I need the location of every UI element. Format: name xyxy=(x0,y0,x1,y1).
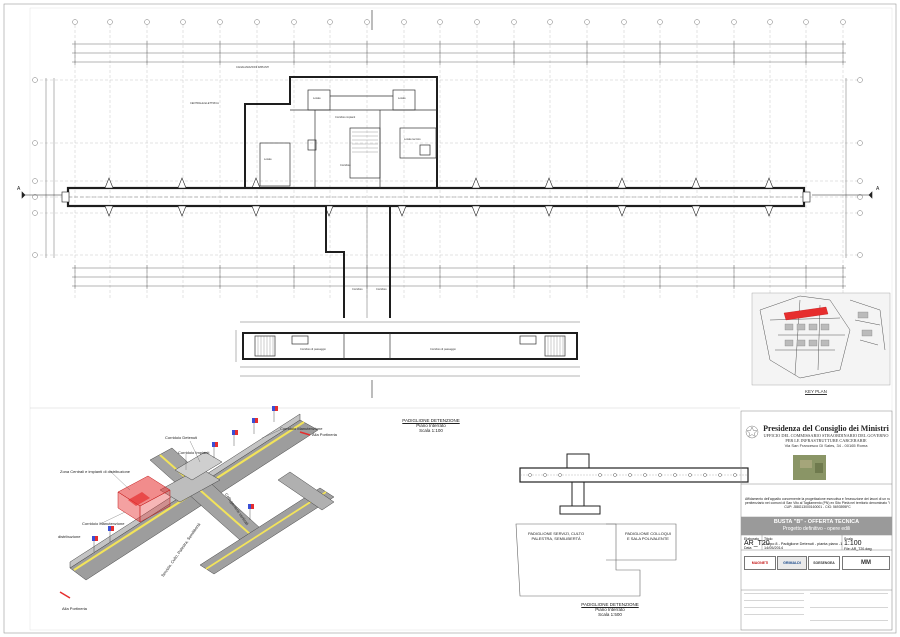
small-plan-caption: PADIGLIONE DETENZIONE Piano Interrato Sc… xyxy=(575,602,645,617)
main-caption-floor: Piano Interrato xyxy=(416,423,446,428)
org-name: Presidenza del Consiglio dei Ministri xyxy=(763,424,889,433)
signature-line-4 xyxy=(744,614,804,615)
central-block xyxy=(244,76,438,189)
drawing-date: 14/05/2014 xyxy=(764,546,784,550)
corridor-end-stairs xyxy=(61,191,811,203)
dimension-ticks xyxy=(74,41,844,289)
section-label-left: A xyxy=(17,186,21,192)
section-markers xyxy=(21,10,873,398)
small-caption-scale: Scala 1:500 xyxy=(598,612,622,617)
svg-text:Locale tecnico: Locale tecnico xyxy=(404,137,421,141)
file-ref: File: AR_T20.dwg xyxy=(844,547,872,551)
grid-bubbles-left xyxy=(32,77,863,258)
main-caption-title: PADIGLIONE DETENZIONE xyxy=(402,418,460,423)
axonometric-view xyxy=(59,406,335,599)
svg-text:Corridoio impianti: Corridoio impianti xyxy=(335,115,356,119)
project-desc-1: Affidamento dell'appalto concernente la … xyxy=(745,497,890,501)
org-address: Via San Francesco Di Sales, 34 - 00165 R… xyxy=(784,443,868,448)
stairs-bottom xyxy=(257,336,564,356)
key-plan-label: KEY PLAN xyxy=(805,389,827,394)
small-plan xyxy=(515,453,749,597)
busta-title: BUSTA "B" - OFFERTA TECNICA xyxy=(773,519,860,525)
drawing-scale: 1:100 xyxy=(844,540,862,547)
bottom-dims xyxy=(235,321,580,377)
label-titolo: Titolo xyxy=(764,537,773,541)
central-annotations: Locale Locale Corridoio impianti Corrido… xyxy=(190,65,421,167)
logo-2: GRIMALDI xyxy=(777,556,807,570)
title-block-header: Presidenza del Consiglio dei Ministri UF… xyxy=(760,424,892,448)
bottom-annotations: Corridoio di passaggio Corridoio di pass… xyxy=(300,347,456,351)
svg-text:Corridoio: Corridoio xyxy=(340,163,351,167)
axo-label-manutenzione-top: Corridoio Manutenzione xyxy=(280,426,323,431)
section-label-right: A xyxy=(876,186,880,192)
drawing-title: Corpo 8 - Padiglione Detenuti - pianta p… xyxy=(764,542,843,546)
small-plan-room-1: PADIGLIONE SERVIZI, CULTO PALESTRA, SEMI… xyxy=(528,531,585,541)
grid-bubbles-top xyxy=(72,19,846,25)
bottom-block-interior xyxy=(254,333,566,359)
main-plan-caption: PADIGLIONE DETENZIONE Piano Interrato Sc… xyxy=(396,418,466,433)
label-scala: Scala xyxy=(844,537,853,541)
signature-line-1 xyxy=(744,593,804,594)
busta-subtitle: Progetto definitivo - opere edili xyxy=(782,526,851,532)
key-plan-map xyxy=(751,292,891,386)
svg-text:Corridoio di passaggio: Corridoio di passaggio xyxy=(430,347,456,351)
label-elaborato: Elaborato xyxy=(744,537,759,541)
axo-label-zona-centrali: Zona Centrali e impianti di distribuzion… xyxy=(60,469,131,474)
svg-text:Corridoio di passaggio: Corridoio di passaggio xyxy=(300,347,326,351)
logo-1: MAGNETI xyxy=(744,556,776,570)
vertical-grid-lines xyxy=(74,25,844,300)
busta-band-text: BUSTA "B" - OFFERTA TECNICA Progetto def… xyxy=(741,519,892,532)
small-plan-room-2: PADIGLIONE COLLOQUI E SALA POLIVALENTE xyxy=(625,531,671,541)
horizontal-grid-lines xyxy=(35,79,860,256)
svg-text:Corridoio: Corridoio xyxy=(352,287,363,291)
small-caption-title: PADIGLIONE DETENZIONE xyxy=(581,602,639,607)
logo-4: MM xyxy=(842,556,890,570)
axo-label-corridoio-detenuti: Corridoio Detenuti xyxy=(165,435,198,440)
org-line-2: PER LE INFRASTRUTTURE CARCERARIE xyxy=(785,438,867,443)
drawing-code: AR_T20 xyxy=(744,540,770,547)
small-caption-floor: Piano Interrato xyxy=(595,607,625,612)
svg-text:Locale: Locale xyxy=(264,157,272,161)
org-line-1: UFFICIO DEL COMMISSARIO STRAORDINARIO DE… xyxy=(763,433,889,438)
stair-hatching xyxy=(352,131,378,153)
logo-3: SOESENGEA xyxy=(808,556,840,570)
dimension-chains-top xyxy=(72,43,846,287)
svg-text:Locale: Locale xyxy=(313,96,321,100)
project-desc-3: CUP: J88G13000160001 - CIG: 5693595FC xyxy=(784,505,851,509)
axo-label-portineria-right: Alla Portineria xyxy=(312,432,337,437)
signature-line-3 xyxy=(744,607,804,608)
axo-label-distribuzione: distribuzione xyxy=(58,534,81,539)
signature-line-7 xyxy=(810,620,888,621)
signature-line-6 xyxy=(810,607,888,608)
axo-label-portineria-left: Alla Portineria xyxy=(62,606,87,611)
project-desc-2: penitenziario nei comuni di San Vito al … xyxy=(745,501,890,505)
corridor-wing xyxy=(66,186,806,208)
axo-label-manutenzione-left: Corridoio Manutenzione xyxy=(82,521,125,526)
central-block-interior xyxy=(259,89,437,188)
spine-annotations: Corridoio Corridoio xyxy=(352,287,387,291)
axo-label-corridoio-impianti: Corridoio Impianti xyxy=(178,450,210,455)
signature-line-5 xyxy=(810,593,888,594)
key-plan-highlight xyxy=(783,306,829,321)
vertical-spine xyxy=(325,206,391,318)
svg-text:Locale: Locale xyxy=(398,96,406,100)
dimension-chain-left xyxy=(45,78,847,258)
svg-text:Corridoio: Corridoio xyxy=(376,287,387,291)
bottom-block xyxy=(242,332,578,360)
state-emblem-icon xyxy=(745,425,759,439)
small-plan-pillars xyxy=(528,473,737,477)
svg-text:CANALIZZAZIONI IMPIANTI: CANALIZZAZIONI IMPIANTI xyxy=(236,65,269,69)
label-data: Data xyxy=(744,546,752,550)
project-description: Affidamento dell'appalto concernente la … xyxy=(745,497,890,509)
signature-line-2 xyxy=(744,600,804,601)
main-caption-scale: Scala 1:100 xyxy=(419,428,443,433)
busta-band xyxy=(741,517,892,535)
corridor-pillars xyxy=(104,177,774,217)
svg-text:CENTRALE ELETTRICA: CENTRALE ELETTRICA xyxy=(190,101,219,105)
